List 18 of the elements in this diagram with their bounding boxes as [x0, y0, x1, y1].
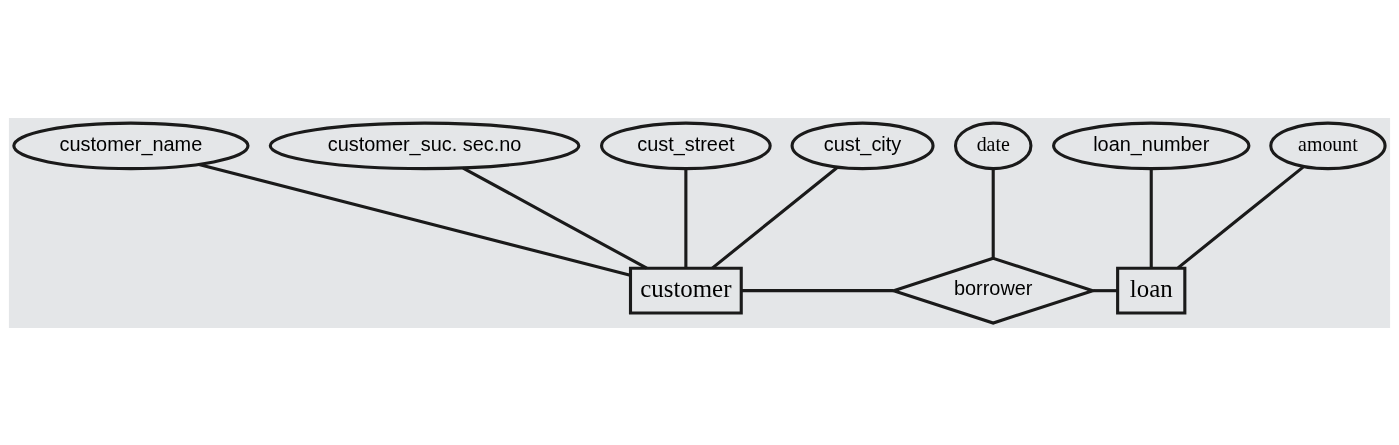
node-ellipse: amount: [1269, 121, 1387, 170]
connector: [741, 288, 894, 292]
connector: [1149, 168, 1153, 268]
node-ellipse: loan_number: [1052, 121, 1251, 170]
node-box: loan: [1116, 266, 1187, 315]
connector: [198, 162, 631, 277]
node-ellipse: customer_name: [12, 121, 250, 170]
connector: [1177, 164, 1305, 269]
node-ellipse: cust_street: [600, 121, 772, 170]
connector: [462, 166, 648, 269]
connector: [991, 168, 995, 258]
node-ellipse: customer_suc. sec.no: [268, 121, 581, 170]
node-box: customer: [628, 266, 743, 315]
connector: [684, 168, 688, 268]
node-ellipse: cust_city: [790, 121, 935, 170]
node-ellipse: date: [953, 121, 1033, 170]
connector: [711, 165, 839, 269]
connector: [1093, 288, 1118, 292]
